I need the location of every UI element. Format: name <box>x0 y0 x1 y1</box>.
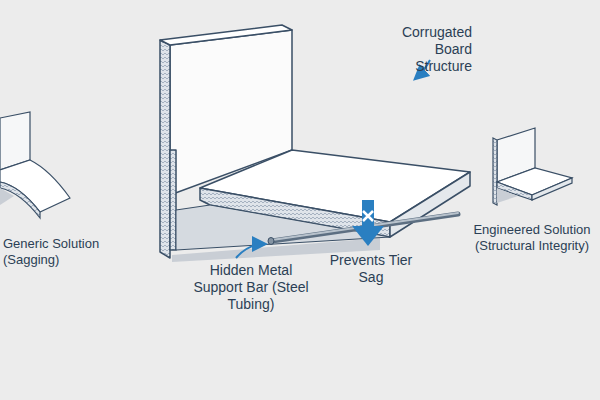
structure-label: Corrugated Board Structure <box>382 24 472 75</box>
generic-caption: Generic Solution (Sagging) <box>3 236 113 268</box>
support-bar-label: Hidden Metal Support Bar (Steel Tubing) <box>186 262 316 313</box>
sagging-shelf <box>0 112 70 218</box>
engineered-caption: Engineered Solution (Structural Integrit… <box>468 222 596 254</box>
leader-arrow <box>236 244 264 258</box>
benefit-label: Prevents Tier Sag <box>326 252 416 286</box>
engineered-shelf <box>493 128 572 205</box>
prevent-sag-arrow <box>352 200 384 246</box>
